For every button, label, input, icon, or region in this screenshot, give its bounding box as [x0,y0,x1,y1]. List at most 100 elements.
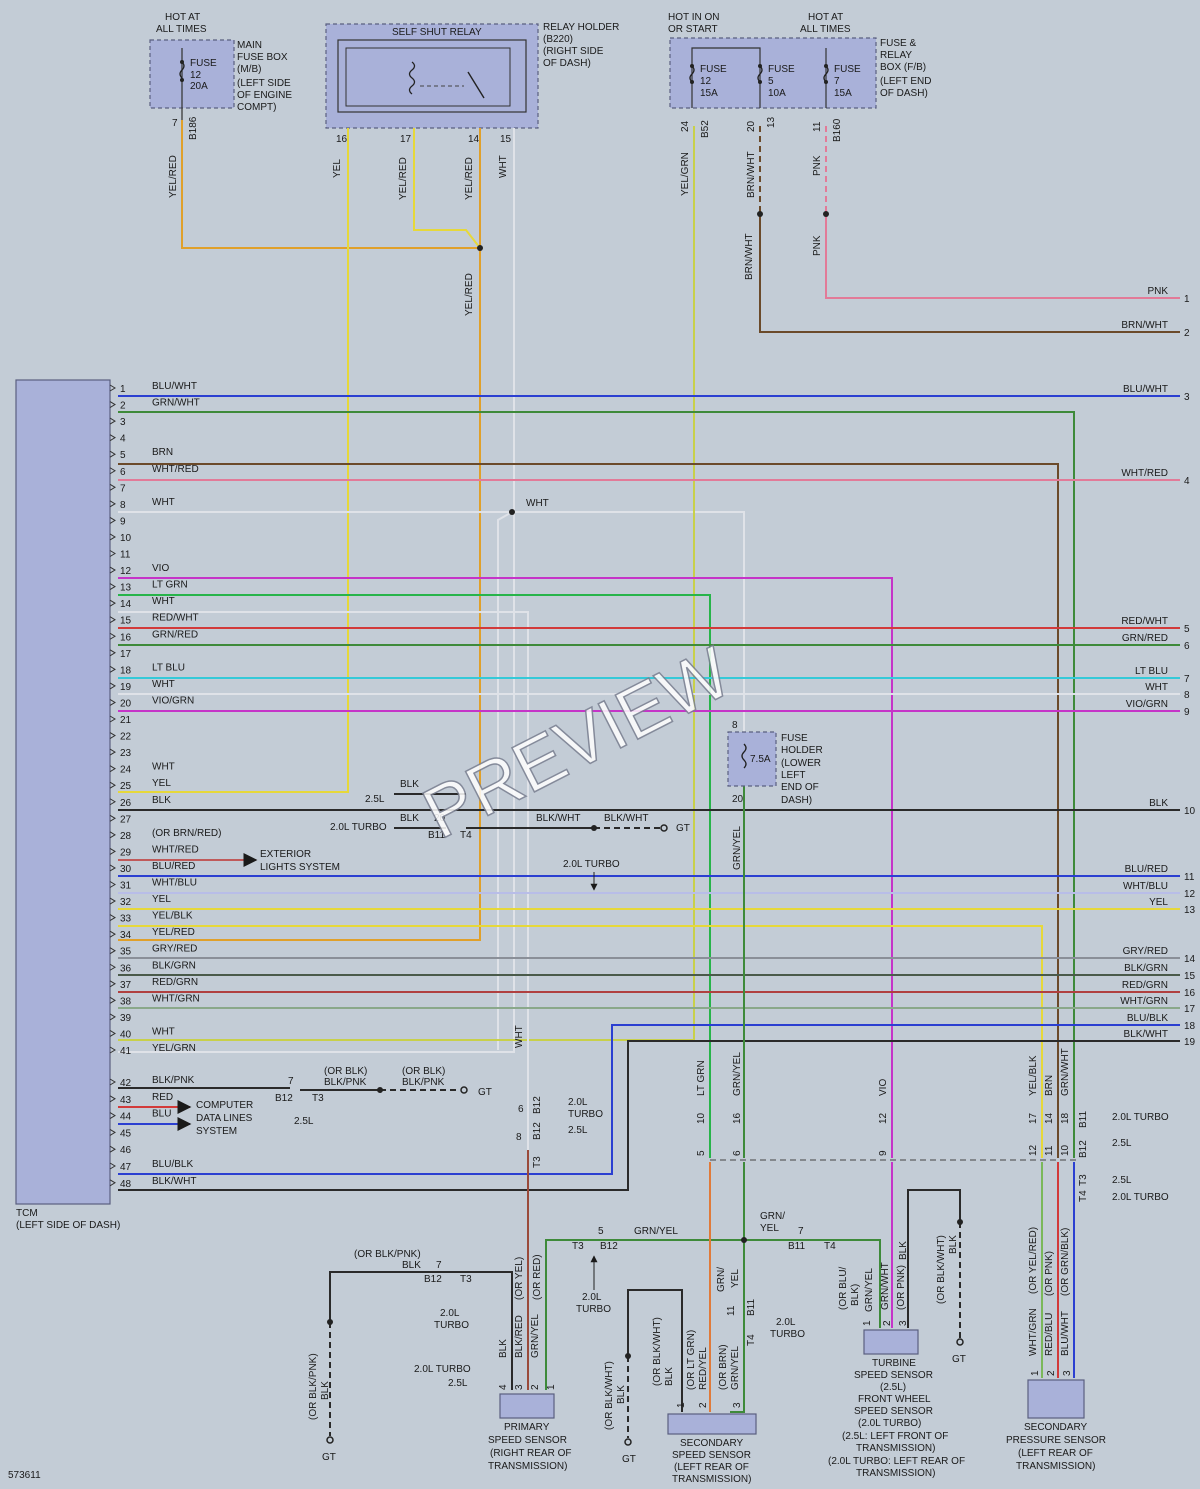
svg-text:B12: B12 [532,1122,543,1140]
tcm-pin-26: 26 [120,798,132,809]
svg-text:2: 2 [1046,1370,1057,1376]
svg-text:TRANSMISSION): TRANSMISSION) [856,1443,935,1454]
tcm-pin-tick [109,632,116,640]
svg-text:11: 11 [1044,1145,1055,1156]
svg-text:YEL/BLK: YEL/BLK [1028,1055,1039,1096]
svg-text:(2.0L TURBO: LEFT REAR OF: (2.0L TURBO: LEFT REAR OF [828,1456,965,1467]
svg-text:7: 7 [834,76,840,87]
svg-text:7: 7 [288,1076,294,1087]
edge-wire-label: RED/WHT [1121,616,1168,627]
svg-text:2.5L: 2.5L [568,1125,588,1136]
svg-text:6: 6 [518,1104,524,1115]
svg-text:12: 12 [878,1112,889,1124]
svg-text:15A: 15A [700,88,718,99]
svg-text:FRONT WHEEL: FRONT WHEEL [858,1394,931,1405]
tcm-pin-label: WHT [152,596,175,607]
tcm-pin-label: BLK [152,795,171,806]
tcm-pin-tick [109,1095,116,1103]
lower-connector-area: WHT 6 B12 8 B12 T3 2.0L TURBO 2.5L LT GR… [514,1025,1169,1203]
svg-text:20: 20 [732,794,744,805]
svg-text:T4: T4 [1078,1190,1089,1202]
svg-text:16: 16 [732,1112,743,1124]
svg-text:END OF: END OF [781,782,819,793]
tcm-pin-label: YEL [152,778,171,789]
svg-text:EXTERIOR: EXTERIOR [260,849,311,860]
svg-text:ALL TIMES: ALL TIMES [156,24,207,35]
secondary-speed-sensor: SECONDARY SPEED SENSOR (LEFT REAR OF TRA… [572,1226,805,1485]
tcm-pin-34: 34 [120,930,132,941]
tcm-pin-tick [109,1145,116,1153]
svg-text:(OR BRN): (OR BRN) [718,1344,729,1390]
svg-text:12: 12 [190,70,202,81]
tcm-pin-10: 10 [120,533,132,544]
svg-text:COMPUTER: COMPUTER [196,1100,253,1111]
diagram-id: 573611 [8,1470,41,1481]
svg-text:COMPT): COMPT) [237,102,276,113]
svg-text:B160: B160 [832,118,843,142]
svg-text:7: 7 [172,118,178,129]
svg-text:VIO: VIO [878,1079,889,1096]
svg-text:BRN/WHT: BRN/WHT [744,233,755,280]
tcm-pin-40: 40 [120,1029,132,1040]
svg-text:DASH): DASH) [781,795,812,806]
svg-text:OR START: OR START [668,24,718,35]
edge-wire-label: BLU/BLK [1127,1013,1168,1024]
primary-sensor-body [499,1393,555,1419]
svg-text:HOLDER: HOLDER [781,745,823,756]
tcm-pin-22: 22 [120,732,132,743]
svg-text:2.0L: 2.0L [582,1292,602,1303]
svg-text:9: 9 [878,1150,889,1156]
svg-text:17: 17 [1028,1112,1039,1124]
primary-speed-sensor: PRIMARY SPEED SENSOR (RIGHT REAR OF TRAN… [308,1249,571,1472]
fuse-7-symbol [823,64,829,84]
tcm-pin-label: WHT/BLU [152,878,197,889]
svg-text:B11: B11 [746,1299,757,1316]
edge-wire-label: WHT/BLU [1123,881,1168,892]
tcm-pin-7: 7 [120,483,126,494]
top-wires: WHT [118,120,1180,1053]
svg-text:5: 5 [598,1226,604,1237]
edge-connector-3: 3 [1184,392,1190,403]
turbine-speed-sensor: TURBINE SPEED SENSOR (2.5L) FRONT WHEEL … [760,1211,966,1479]
svg-text:7: 7 [798,1226,804,1237]
tcm-pin-37: 37 [120,980,132,991]
tcm-pin-tick [109,947,116,955]
svg-text:BLK/WHT: BLK/WHT [536,813,580,824]
tcm-pin-label: WHT/RED [152,464,199,475]
svg-text:FUSE: FUSE [190,58,217,69]
svg-text:2.0L: 2.0L [440,1308,460,1319]
svg-text:18: 18 [1060,1112,1071,1124]
svg-text:WHT: WHT [498,155,509,178]
svg-text:2.0L TURBO: 2.0L TURBO [1112,1112,1169,1123]
edge-connector-1: 1 [1184,294,1190,305]
svg-text:BOX (F/B): BOX (F/B) [880,62,926,73]
svg-text:B12: B12 [275,1093,293,1104]
svg-text:24: 24 [680,120,691,132]
tcm-pin-24: 24 [120,765,132,776]
svg-text:5: 5 [768,76,774,87]
svg-text:GRN/YEL: GRN/YEL [634,1226,678,1237]
tcm-pin-tick [109,401,116,408]
svg-text:BLK/PNK: BLK/PNK [402,1077,445,1088]
tcm-pin-label: YEL [152,894,171,905]
edge-wire-label: BLU/RED [1125,864,1168,875]
svg-text:2: 2 [698,1402,709,1408]
edge-connector-16: 16 [1184,988,1196,999]
tcm-pin-tick [109,930,116,938]
svg-text:BLK: BLK [402,1260,421,1271]
tcm-pin-47: 47 [120,1162,132,1173]
tcm-pin-5: 5 [120,450,126,461]
edge-connector-4: 4 [1184,476,1190,487]
tcm-pin-20: 20 [120,698,132,709]
svg-text:12: 12 [1028,1144,1039,1156]
tcm-pin-33: 33 [120,914,132,925]
svg-text:GRN/YEL: GRN/YEL [730,1346,741,1390]
svg-text:SPEED SENSOR: SPEED SENSOR [854,1370,933,1381]
tcm-pin-tick [109,732,116,739]
edge-wire-label: BLK [1149,798,1168,809]
tcm-pin-tick [109,897,116,905]
svg-text:B12: B12 [424,1274,442,1285]
edge-wire-label: BLK/WHT [1124,1029,1168,1040]
svg-text:(OR RED): (OR RED) [532,1254,543,1300]
